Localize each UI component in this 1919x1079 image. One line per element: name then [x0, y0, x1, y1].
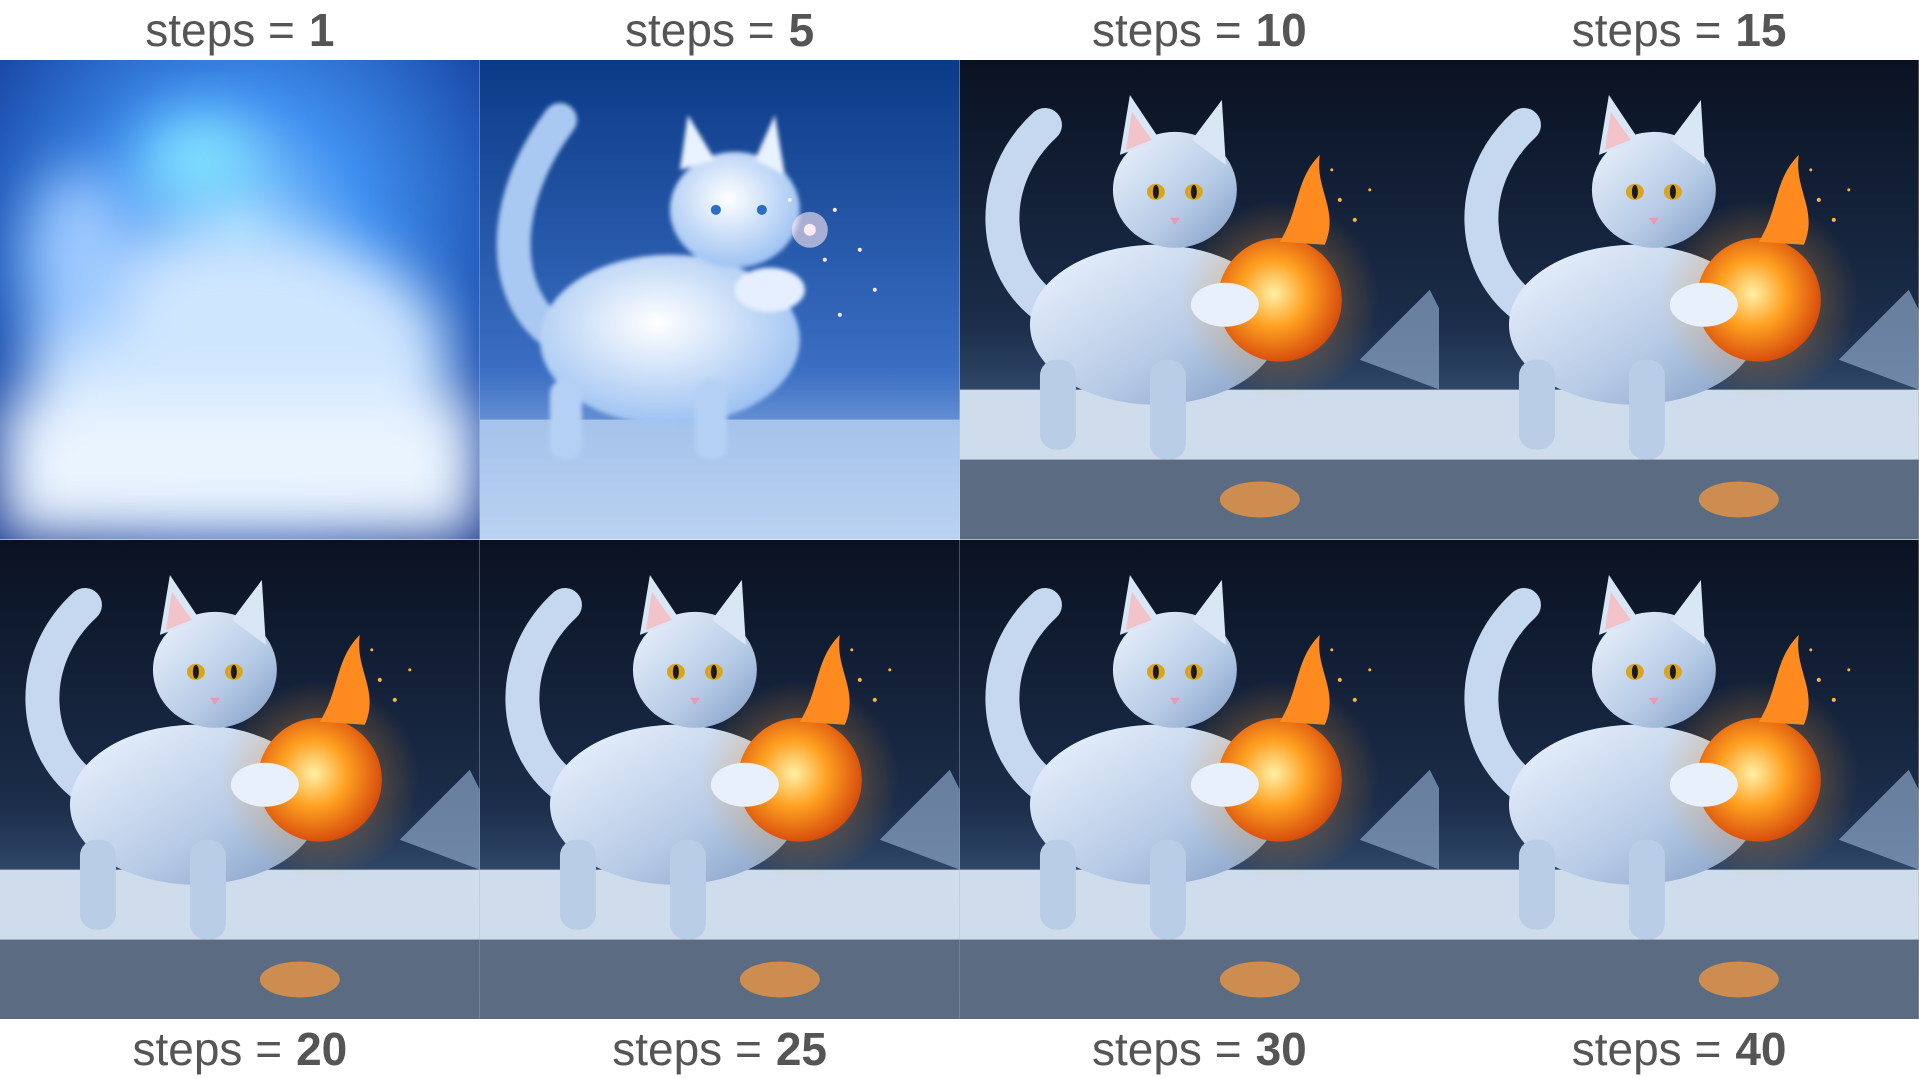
label-steps-30: steps =30	[1091, 1023, 1307, 1075]
generated-cat-image	[0, 539, 480, 1019]
image-grid	[0, 60, 1919, 1019]
generated-cat-image	[959, 60, 1440, 540]
tile-steps-20	[0, 539, 480, 1019]
label-steps-40: steps =40	[1571, 1023, 1787, 1075]
tile-steps-5	[479, 60, 960, 540]
bottom-label-row: steps =20 steps =25 steps =30 steps =40	[0, 1019, 1919, 1079]
generated-cat-image	[959, 539, 1440, 1019]
generated-cat-image	[1439, 60, 1919, 540]
generated-cat-image	[479, 539, 960, 1019]
label-steps-1: steps =1	[145, 4, 335, 56]
generated-cat-image	[479, 60, 960, 540]
tile-steps-25	[479, 539, 960, 1019]
generated-cat-image	[1439, 539, 1919, 1019]
tile-steps-1	[0, 60, 480, 540]
label-steps-25: steps =25	[612, 1023, 827, 1075]
label-steps-5: steps =5	[625, 4, 815, 56]
tile-steps-30	[959, 539, 1440, 1019]
tile-steps-40	[1439, 539, 1919, 1019]
tile-steps-10	[959, 60, 1440, 540]
tile-steps-15	[1439, 60, 1919, 540]
label-steps-10: steps =10	[1091, 4, 1307, 56]
label-steps-20: steps =20	[132, 1023, 348, 1075]
label-steps-15: steps =15	[1571, 4, 1787, 56]
generated-cat-image	[0, 60, 480, 540]
top-label-row: steps =1 steps =5 steps =10 steps =15	[0, 0, 1919, 60]
